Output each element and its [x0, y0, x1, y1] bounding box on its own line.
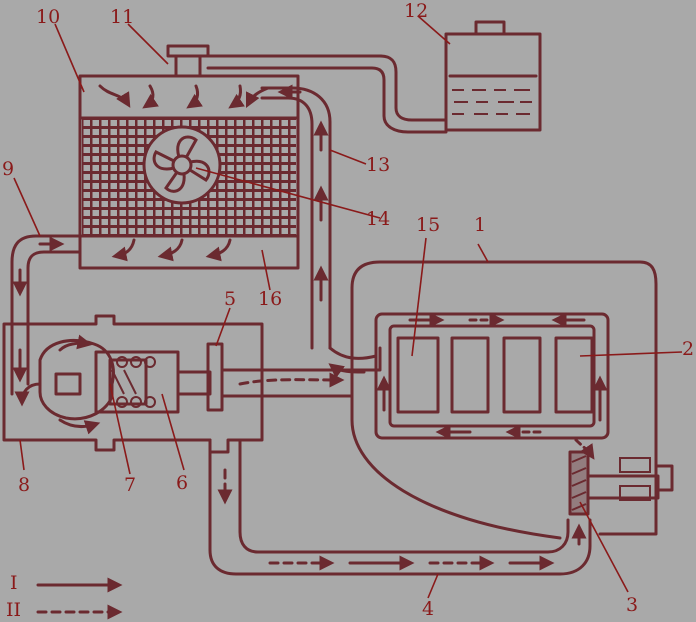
callout-10: 10 — [36, 6, 61, 28]
callout-6: 6 — [176, 472, 189, 494]
callout-16: 16 — [258, 288, 283, 310]
legend-dashed-label: II — [6, 599, 22, 621]
callout-lines — [13, 15, 683, 599]
lower-hose — [10, 234, 82, 396]
callout-7: 7 — [124, 474, 137, 496]
callout-1: 1 — [474, 214, 487, 236]
callout-13: 13 — [366, 154, 391, 176]
callout-14: 14 — [366, 208, 391, 230]
top-tank-flow-arrows — [98, 84, 270, 109]
bottom-tank-flow-arrows — [111, 238, 232, 262]
callout-12: 12 — [404, 0, 429, 22]
callout-15: 15 — [416, 214, 441, 236]
callout-9: 9 — [2, 158, 15, 180]
water-pump — [2, 314, 264, 454]
pump-outlet-pipe — [220, 346, 382, 398]
legend — [36, 577, 123, 620]
callout-8: 8 — [18, 474, 31, 496]
engine-block — [328, 260, 674, 540]
cylinder-3 — [502, 336, 542, 414]
legend-solid-label: I — [10, 572, 18, 594]
cylinder-4 — [554, 336, 594, 414]
upper-hose — [260, 84, 332, 350]
callout-3: 3 — [626, 594, 639, 616]
bypass-hose — [208, 438, 592, 576]
callout-2: 2 — [682, 338, 695, 360]
callout-11: 11 — [110, 6, 135, 28]
expansion-tank — [206, 20, 542, 134]
radiator — [78, 44, 300, 270]
fan — [142, 125, 222, 205]
callout-5: 5 — [224, 288, 237, 310]
cylinder-1 — [396, 336, 440, 414]
callout-4: 4 — [422, 598, 435, 620]
cylinder-2 — [450, 336, 490, 414]
